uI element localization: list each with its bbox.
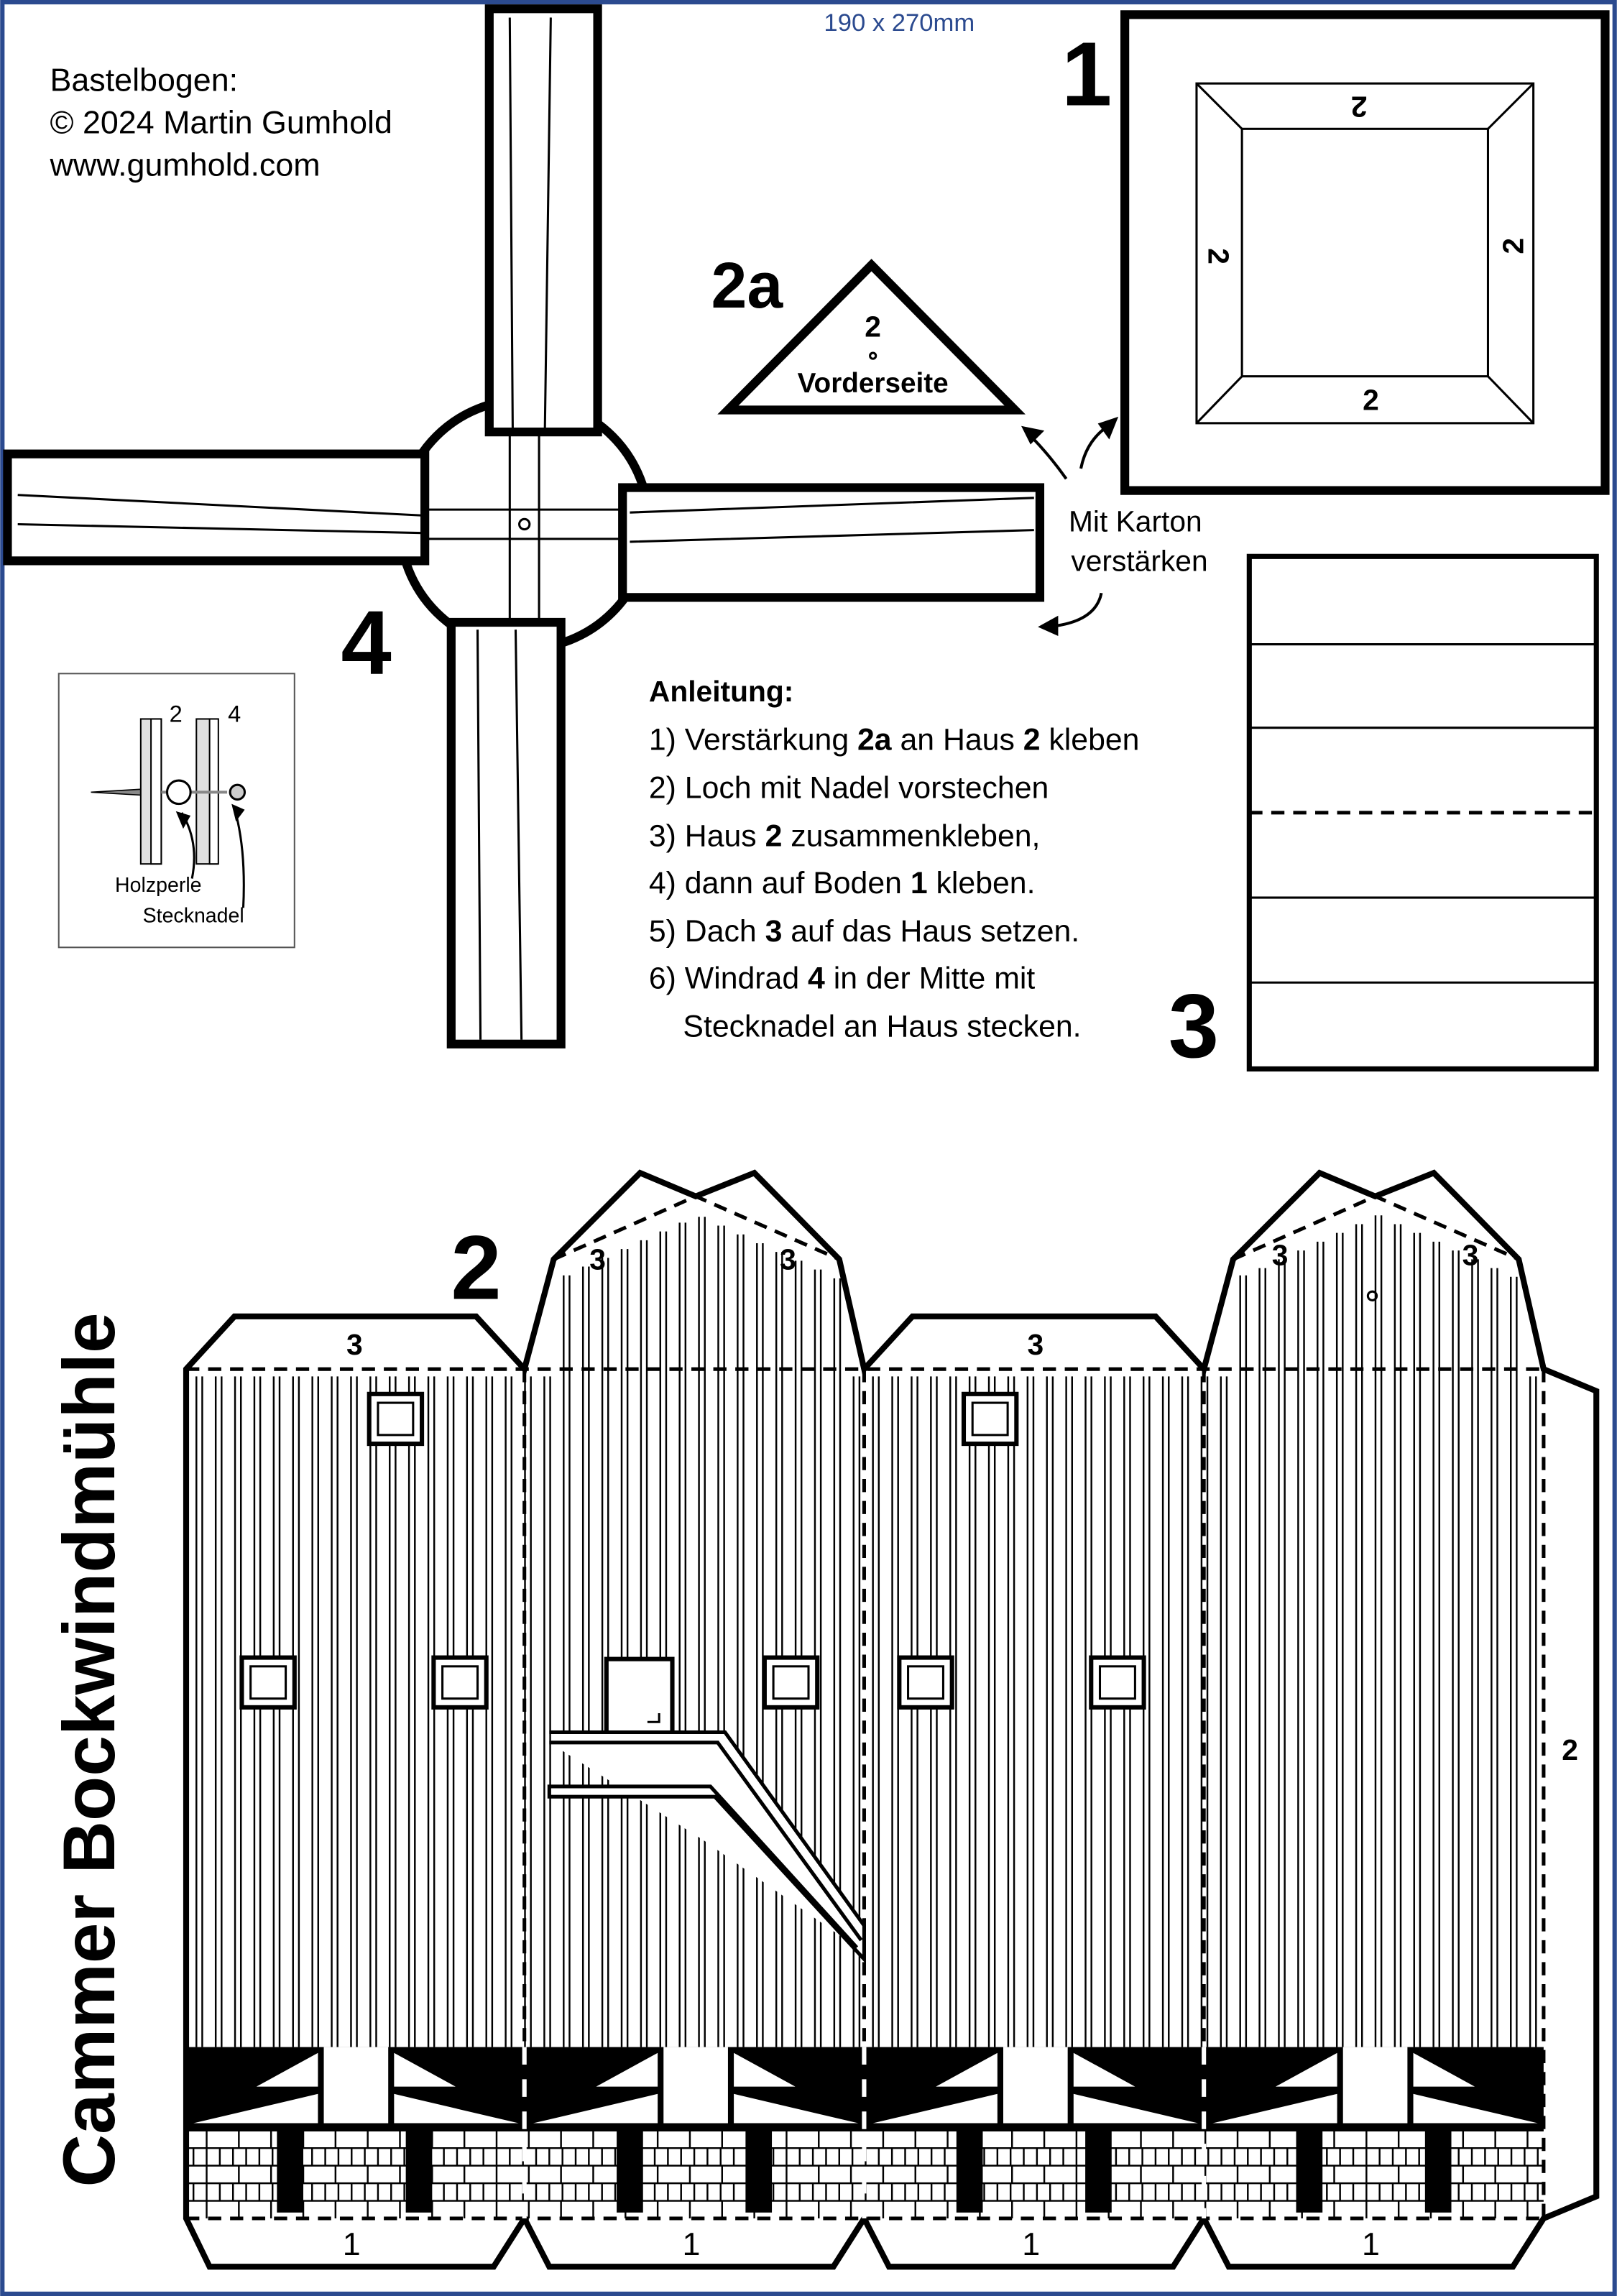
part-3-number: 3 — [1169, 975, 1219, 1076]
instruction-step: Stecknadel an Haus stecken. — [649, 1010, 1082, 1044]
brace — [1073, 2093, 1199, 2124]
post — [323, 2047, 389, 2124]
floor-tab-label: 1 — [1022, 2226, 1040, 2262]
part-1-floor: 2 2 2 2 — [1120, 10, 1610, 495]
glue-label: 2 — [1351, 90, 1368, 123]
model-title: Cammer Bockwindmühle — [48, 1312, 130, 2187]
instruction-step: 2) Loch mit Nadel vorstechen — [649, 771, 1049, 806]
credits-line: Bastelbogen: — [50, 62, 239, 98]
brace — [734, 2052, 796, 2087]
credits: Bastelbogen: © 2024 Martin Gumhold www.g… — [50, 62, 392, 183]
svg-text:2: 2 — [170, 701, 183, 727]
brace — [193, 2093, 318, 2124]
part-2-house: 3 3 3 3 3 3 2 1 1 1 1 — [183, 1169, 1600, 2270]
part-1-number: 1 — [1061, 24, 1112, 125]
instruction-step: 1) Verstärkung 2a an Haus 2 kleben — [649, 722, 1140, 757]
brace — [256, 2052, 318, 2087]
brace — [394, 2052, 456, 2087]
brace — [533, 2093, 658, 2124]
brace — [1413, 2052, 1475, 2087]
svg-text:Stecknadel: Stecknadel — [143, 905, 244, 928]
bead-icon — [165, 779, 192, 806]
instructions-heading: Anleitung: — [649, 675, 793, 708]
part-2-number: 2 — [451, 1217, 501, 1318]
brace — [872, 2093, 998, 2124]
roof-tab-label: 3 — [589, 1243, 606, 1276]
format-label: 190 x 270mm — [824, 9, 975, 37]
glue-label: 2 — [865, 310, 881, 344]
brace — [596, 2052, 658, 2087]
door — [604, 1656, 675, 1738]
reinforce-note: Mit Karton verstärken — [1069, 505, 1210, 578]
floor-tab-label: 1 — [683, 2226, 701, 2262]
instructions: Anleitung: 1) Verstärkung 2a an Haus 2 k… — [649, 675, 1140, 1044]
pin-hole-icon — [1366, 1290, 1378, 1301]
instruction-step: 5) Dach 3 auf das Haus setzen. — [649, 914, 1079, 949]
credits-line: © 2024 Martin Gumhold — [50, 104, 392, 140]
post — [1342, 2047, 1408, 2124]
front-side-label: Vorderseite — [798, 368, 949, 399]
glue-label: 2 — [1496, 238, 1529, 254]
part-4-number: 4 — [341, 591, 392, 693]
part-2a-number: 2a — [711, 249, 784, 321]
plank-lines — [195, 1215, 1537, 2047]
floor-tab-label: 1 — [343, 2226, 361, 2262]
pin-head-icon — [229, 783, 247, 801]
part-2a-reinforcement: 2 Vorderseite — [717, 259, 1026, 415]
roof-tab-label: 3 — [780, 1243, 796, 1276]
instruction-step: 3) Haus 2 zusammenkleben, — [649, 819, 1041, 854]
instruction-step: 4) dann auf Boden 1 kleben. — [649, 866, 1036, 900]
glue-label: 2 — [1202, 248, 1235, 264]
svg-text:4: 4 — [228, 701, 241, 727]
pin-hole-icon — [869, 351, 877, 360]
post — [663, 2047, 728, 2124]
brace — [1212, 2093, 1337, 2124]
roof-tab-label: 3 — [346, 1328, 363, 1361]
glue-label: 2 — [1363, 384, 1379, 417]
floor-tab-label: 1 — [1362, 2226, 1380, 2262]
svg-text:Holzperle: Holzperle — [115, 874, 201, 897]
roof-tab-label: 3 — [1027, 1328, 1044, 1361]
assembly-legend: 2 4 Holzperle Stecknadel — [57, 673, 295, 949]
part-4-sails — [3, 4, 1045, 1048]
post — [1003, 2047, 1068, 2124]
instruction-step: 6) Windrad 4 in der Mitte mit — [649, 961, 1035, 995]
side-tab-label: 2 — [1562, 1733, 1578, 1766]
roof-tab-label: 3 — [1272, 1239, 1289, 1272]
brace — [394, 2093, 519, 2124]
brace — [936, 2052, 998, 2087]
brace — [734, 2093, 859, 2124]
roof-tab-label: 3 — [1462, 1239, 1479, 1272]
pin-hole-icon — [518, 517, 531, 531]
credits-line: www.gumhold.com — [50, 147, 321, 183]
brick-pattern — [186, 2129, 1544, 2219]
part-3-roof — [1246, 553, 1599, 1072]
curved-arrow-icon — [1021, 416, 1119, 636]
stairs — [547, 1730, 866, 1964]
brace — [1413, 2093, 1538, 2124]
